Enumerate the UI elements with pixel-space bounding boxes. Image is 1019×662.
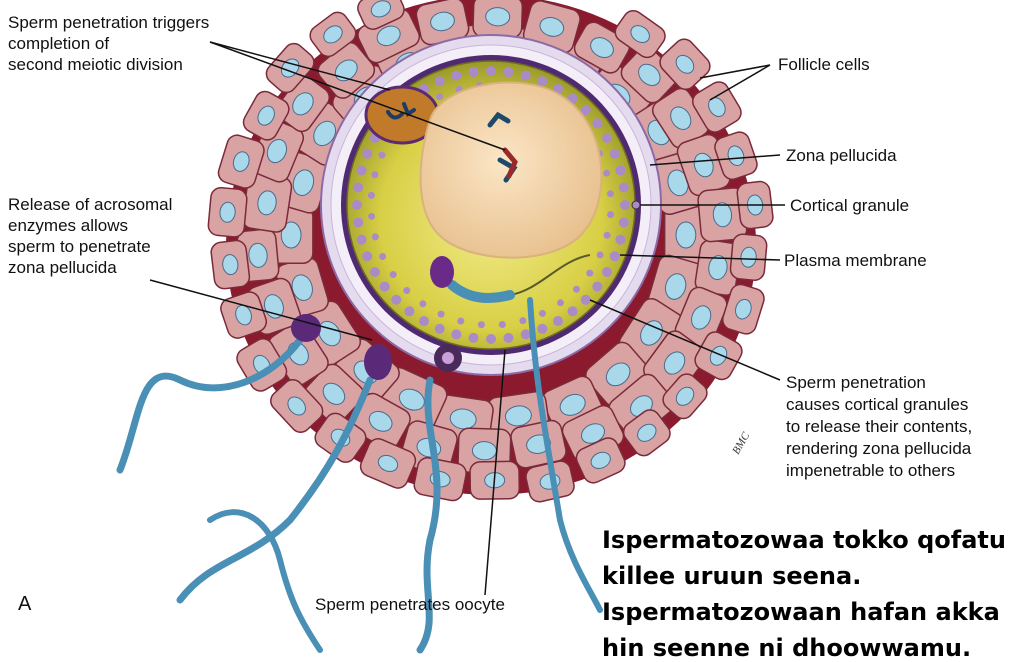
cortical-granule-dot [368,192,375,199]
cortical-granule-dot [602,267,612,277]
cortical-granule-dot [620,200,630,210]
label-zona-pellucida: Zona pellucida [786,146,897,165]
cortical-granule-dot [519,317,526,324]
cortical-granule-dot [391,295,401,305]
cortical-granule-dot [469,67,479,77]
cortical-granule-dot [602,133,612,143]
cortical-granule-dot [357,235,367,245]
cortical-granule-dot [438,311,445,318]
cortical-granule-dot [403,287,410,294]
caption-text: Ispermatozowaa tokko qofatu killee uruun… [602,526,1014,662]
cortical-granule-dot [615,235,625,245]
cortical-granule-dot [380,282,390,292]
cortical-granule-dot [362,251,372,261]
cortical-granule-dot [586,270,593,277]
label-acrosomal-release: Release of acrosomal enzymes allows sper… [8,195,177,277]
cortical-granule-dot [592,282,602,292]
label-sperm-triggers: Sperm penetration triggers completion of… [8,13,214,74]
follicle-cell [207,187,247,238]
label-cortical-release: Sperm penetration causes cortical granul… [786,373,977,480]
sperm-lower-left-tail [210,512,320,650]
cortical-granule-dot [503,333,513,343]
cortical-granule-dot [553,316,563,326]
cortical-granule-dot [521,71,531,81]
cortical-granule-dot [619,183,629,193]
cortical-granule-dot [607,211,614,218]
label-plasma-membrane: Plasma membrane [784,251,927,270]
cortical-granule-dot [378,152,385,159]
cortical-granule-dot [557,299,564,306]
cortical-granule-dot [357,165,367,175]
cortical-granule-dot [379,253,386,260]
cortical-granule-dot [537,324,547,334]
cortical-granule-dot [607,190,614,197]
cortical-granule-dot [370,267,380,277]
cortical-granule-dot [610,149,620,159]
cortical-granule-dot [390,271,397,278]
cortical-granule-pointer [632,201,640,209]
artist-signature: BMC [730,430,752,457]
cortical-granule-dot [603,170,610,177]
cortical-granule-dot [419,316,429,326]
cortical-granule-dot [592,118,602,128]
cortical-granule-dot [486,66,496,76]
label-cortical-granule: Cortical granule [790,196,909,215]
cortical-granule-dot [353,217,363,227]
follicle-cell [730,233,768,281]
cortical-granule-dot [419,300,426,307]
cortical-granule-dot [521,329,531,339]
cortical-granule-dot [371,171,378,178]
follicle-cell [473,0,523,38]
cortical-granule-dot [451,329,461,339]
cortical-granule-dot [499,321,506,328]
cortical-granule-dot [610,251,620,261]
follicle-cell [210,239,250,289]
cortical-granule-dot [435,76,445,86]
cortical-granule-dot [503,67,513,77]
panel-letter: A [18,593,32,615]
cortical-granule-dot [573,286,580,293]
label-sperm-penetrates-oocyte: Sperm penetrates oocyte [315,595,505,614]
cortical-granule-dot [372,233,379,240]
cortical-granule-dot [604,232,611,239]
cortical-granule-dot [537,76,547,86]
cortical-granule-dot [404,306,414,316]
cortical-granule-dot [352,200,362,210]
cortical-granule-dot [451,71,461,81]
cortical-granule-dot [568,306,578,316]
cortical-granule-dot [469,333,479,343]
cortical-granule-dot [362,149,372,159]
cortical-granule-dot [478,321,485,328]
cortical-granule-dot [486,334,496,344]
cortical-granule-dot [615,165,625,175]
cortical-granule-dot [619,217,629,227]
cortical-granule-dot [435,324,445,334]
label-follicle-cells: Follicle cells [778,55,870,74]
cortical-granule-dot [353,183,363,193]
cortical-granule-dot [457,318,464,325]
cortical-granule-dot [597,251,604,258]
cortical-granule-dot [436,93,443,100]
cortical-granule-dot [539,310,546,317]
cortical-granule-dot [581,295,591,305]
cortical-granule-dot [368,213,375,220]
